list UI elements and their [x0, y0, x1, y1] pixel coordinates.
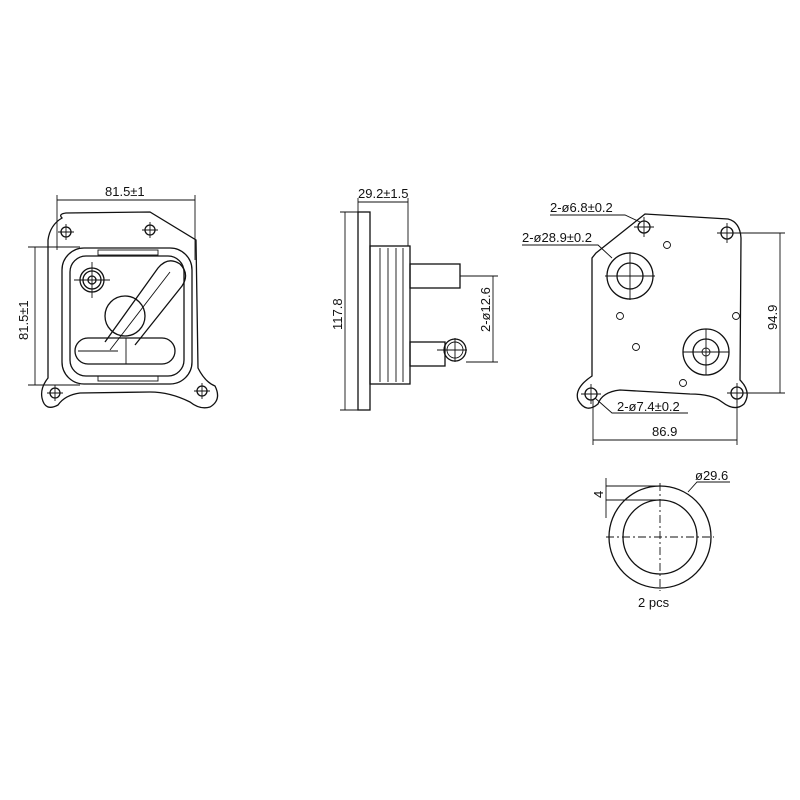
- ring-diameter-dimension: ø29.6: [695, 468, 728, 483]
- back-width-dimension: 86.9: [652, 424, 677, 439]
- side-view: 29.2±1.5 117.8 2-ø12.6: [330, 186, 498, 411]
- ring-thickness-dimension: 4: [591, 491, 606, 498]
- port-callout: 2-ø28.9±0.2: [522, 230, 592, 245]
- side-thickness-dimension: 29.2±1.5: [358, 186, 409, 201]
- bottom-hole-callout: 2-ø7.4±0.2: [617, 399, 680, 414]
- back-view: 2-ø6.8±0.2 2-ø28.9±0.2 2-ø7.4±0.2 86.9 9…: [522, 200, 785, 445]
- front-view: 81.5±1 81.5±1: [16, 184, 219, 409]
- back-height-dimension: 94.9: [765, 305, 780, 330]
- side-height-dimension: 117.8: [330, 298, 345, 330]
- seal-ring: 4 ø29.6 2 pcs: [591, 468, 730, 610]
- pipe-diameter-dimension: 2-ø12.6: [478, 287, 493, 332]
- ring-quantity-label: 2 pcs: [638, 595, 670, 610]
- mount-hole-callout: 2-ø6.8±0.2: [550, 200, 613, 215]
- front-width-dimension: 81.5±1: [105, 184, 145, 199]
- front-height-dimension: 81.5±1: [16, 300, 31, 340]
